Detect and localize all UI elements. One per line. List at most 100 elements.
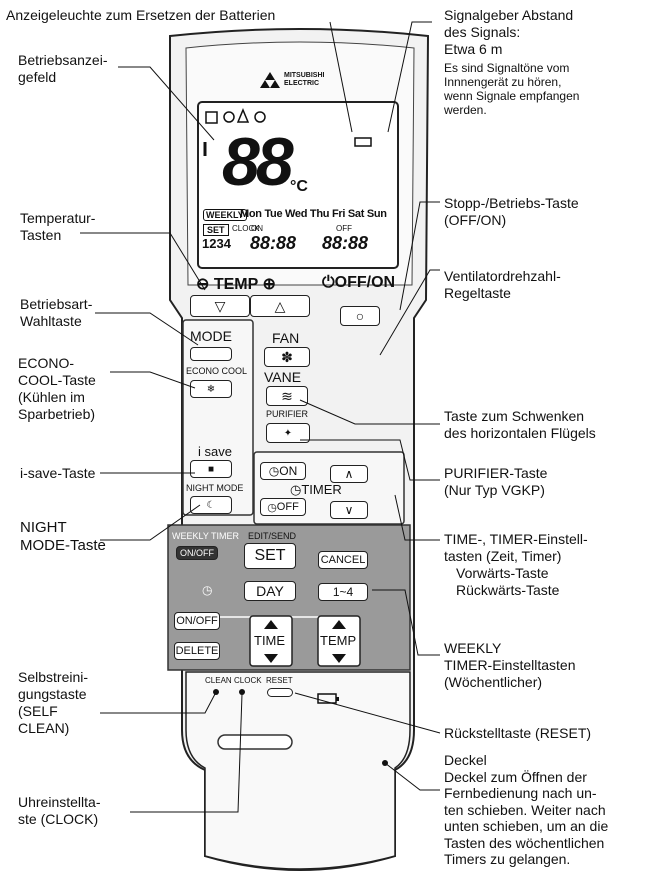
lcd-temperature-unit: °C xyxy=(290,178,308,195)
weekly-timer-keys-label: WEEKLY TIMER-Einstelltasten (Wöchentlich… xyxy=(444,640,576,690)
lcd-on-label: ON xyxy=(251,224,263,233)
cover xyxy=(185,671,411,870)
signal-note-label: Es sind Signaltöne vom Innnengerät zu hö… xyxy=(444,61,580,117)
fan-button[interactable]: ✽ xyxy=(264,347,310,367)
temp-down-icon xyxy=(332,654,346,663)
moon-icon: ☾ xyxy=(206,499,216,511)
self-clean-label: Selbstreini- gungstaste (SELF CLEAN) xyxy=(18,669,89,736)
edit-send-caption: EDIT/SEND xyxy=(248,531,297,541)
weekly-timer-caption: WEEKLY TIMER xyxy=(172,531,240,541)
delete-button[interactable]: DELETE xyxy=(174,642,220,660)
clean-button[interactable] xyxy=(213,689,219,695)
timer-off-button[interactable]: ◷OFF xyxy=(260,498,306,516)
mode-caption: MODE xyxy=(190,328,232,344)
lcd-program-numbers: 1234 xyxy=(202,236,231,251)
lcd-time-1: 88:88 xyxy=(250,233,297,253)
purifier-key-label: PURIFIER-Taste (Nur Typ VGKP) xyxy=(444,465,548,498)
vane-caption: VANE xyxy=(264,369,302,385)
clock-icon: ◷ xyxy=(268,464,280,478)
time-button[interactable] xyxy=(249,615,293,667)
weekly-onoff-large-button[interactable]: ON/OFF xyxy=(174,612,220,630)
night-mode-caption: NIGHT MODE xyxy=(186,483,244,493)
time-caption: TIME xyxy=(254,633,286,648)
mode-button[interactable] xyxy=(190,347,232,361)
weekly-clock-icon: ◷ xyxy=(202,583,213,597)
mode-select-label: Betriebsart- Wahltaste xyxy=(20,296,93,329)
purifier-icon: ✦ xyxy=(283,427,293,439)
timer-on-button[interactable]: ◷ON xyxy=(260,462,306,480)
vane-icon: ≋ xyxy=(281,387,293,404)
fan-icon: ✽ xyxy=(281,348,293,365)
range-button[interactable]: 1~4 xyxy=(318,583,368,601)
timer-caption: ◷TIMER xyxy=(290,482,342,497)
reset-button[interactable] xyxy=(267,688,293,697)
econo-cool-label: ECONO- COOL-Taste (Kühlen im Sparbetrieb… xyxy=(18,355,96,422)
battery-indicator-label: Anzeigeleuchte zum Ersetzen der Batterie… xyxy=(6,7,276,23)
cancel-button[interactable]: CANCEL xyxy=(318,551,368,569)
purifier-button[interactable]: ✦ xyxy=(266,423,310,443)
snowflake-icon: ❄ xyxy=(206,383,216,395)
isave-label: i-save-Taste xyxy=(20,465,96,481)
time-down-icon xyxy=(264,654,278,663)
isave-icon: ■ xyxy=(207,463,215,475)
temp-keys-caption: ⊖ TEMP ⊕ xyxy=(196,276,276,293)
power-icon: ⏻ xyxy=(322,274,335,291)
chevron-up-icon: ∧ xyxy=(344,467,354,481)
time-up-icon xyxy=(264,620,278,629)
clock-icon: ◷ xyxy=(267,501,277,514)
temp-down-button[interactable]: ▽ xyxy=(190,295,250,317)
triangle-up-icon: △ xyxy=(274,297,286,314)
day-button[interactable]: DAY xyxy=(244,581,296,601)
lcd-panel xyxy=(197,101,399,269)
isave-button[interactable]: ■ xyxy=(190,460,232,478)
lcd-time-2: 88:88 xyxy=(322,233,369,253)
lcd-off-label: OFF xyxy=(336,224,352,233)
offon-caption: ⏻OFF/ON xyxy=(322,274,396,291)
cover-indicator xyxy=(382,760,388,766)
clock-label: Uhreinstellta- ste (CLOCK) xyxy=(18,794,101,827)
timer-forward-button[interactable]: ∧ xyxy=(330,465,368,483)
fan-speed-key-label: Ventilatordrehzahl- Regeltaste xyxy=(444,268,561,301)
vane-button[interactable]: ≋ xyxy=(266,386,308,406)
lcd-battery-icon xyxy=(354,137,372,147)
stop-run-key-label: Stopp-/Betriebs-Taste (OFF/ON) xyxy=(444,195,579,228)
signal-transmitter-label: Signalgeber Abstand des Signals: Etwa 6 … xyxy=(444,7,574,57)
temp-up-button[interactable]: △ xyxy=(250,295,310,317)
display-field-label: Betriebsanzei- gefeld xyxy=(18,52,108,85)
temp-caption: TEMP xyxy=(320,633,357,648)
mitsubishi-logo-icon xyxy=(260,72,280,88)
fan-caption: FAN xyxy=(272,330,300,346)
cover-slider-grip xyxy=(217,734,293,750)
lcd-temperature-digits: 88 xyxy=(222,124,294,200)
clock-caption: CLOCK xyxy=(234,676,262,685)
temperature-keys-label: Temperatur- Tasten xyxy=(20,210,96,243)
vane-key-label: Taste zum Schwenken des horizontalen Flü… xyxy=(444,408,596,441)
isave-caption: i save xyxy=(198,444,232,459)
triangle-down-icon: ▽ xyxy=(214,297,226,314)
lcd-clock-label: CLOCK xyxy=(232,224,260,233)
cover-label: Deckel Deckel zum Öffnen der Fernbedienu… xyxy=(444,752,609,867)
circle-icon: ○ xyxy=(355,308,365,324)
reset-caption: RESET xyxy=(266,676,293,685)
econo-cool-button[interactable]: ❄ xyxy=(190,380,232,398)
econo-cool-caption: ECONO COOL xyxy=(186,366,248,376)
temp-up-icon xyxy=(332,620,346,629)
weekly-temp-button[interactable] xyxy=(317,615,361,667)
clock-icon: ◷ xyxy=(290,482,302,497)
weekly-onoff-button[interactable]: ON/OFF xyxy=(176,546,218,560)
battery-terminal-icon xyxy=(336,697,339,701)
off-on-button[interactable]: ○ xyxy=(340,306,380,326)
clean-caption: CLEAN xyxy=(205,676,232,685)
set-button[interactable]: SET xyxy=(244,543,296,569)
reset-key-label: Rückstelltaste (RESET) xyxy=(444,725,592,741)
night-mode-button[interactable]: ☾ xyxy=(190,496,232,514)
time-timer-keys-label: TIME-, TIMER-Einstell- tasten (Zeit, Tim… xyxy=(444,531,588,598)
timer-backward-button[interactable]: ∨ xyxy=(330,501,368,519)
clock-button[interactable] xyxy=(239,689,245,695)
temp-plus-icon: ⊕ xyxy=(262,276,276,293)
chevron-down-icon: ∨ xyxy=(344,503,354,517)
lcd-weekly-badge: WEEKLY xyxy=(203,209,247,221)
purifier-caption: PURIFIER xyxy=(266,409,309,419)
lcd-set-badge: SET xyxy=(203,224,229,236)
